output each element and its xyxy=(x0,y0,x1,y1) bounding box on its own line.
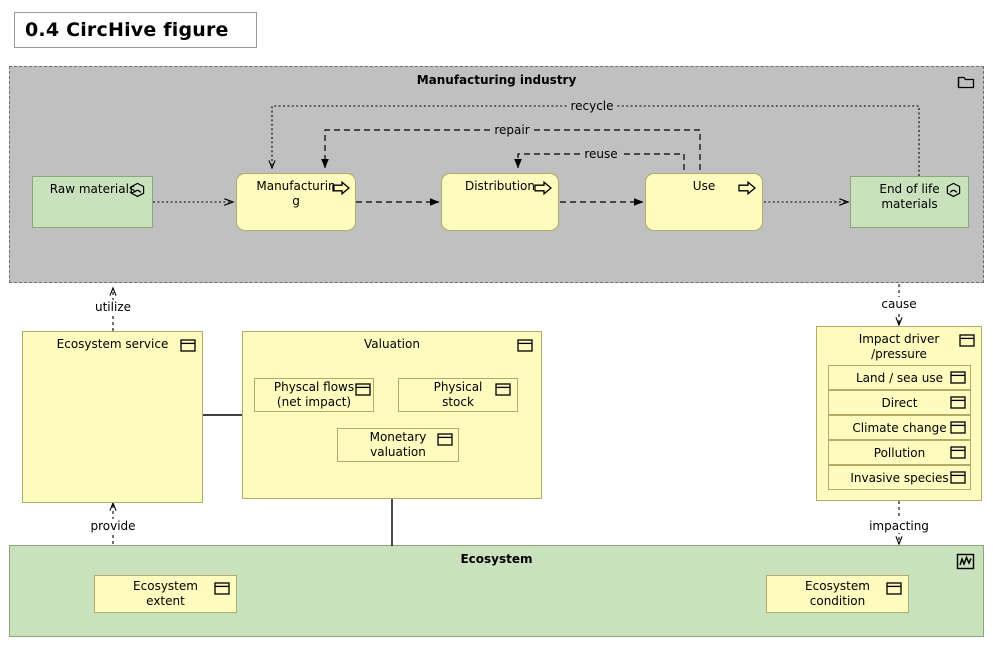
node-ecosystem-condition[interactable]: Ecosystem condition xyxy=(766,575,909,613)
node-climate-change[interactable]: Climate change xyxy=(828,415,971,440)
node-climate-change-label: Climate change xyxy=(852,420,947,435)
node-ecosystem-service-label: Ecosystem service xyxy=(56,337,169,351)
node-distribution-label: Distribution xyxy=(464,179,535,193)
business-object-icon xyxy=(950,471,966,484)
node-impact-driver-label: Impact driver /pressure xyxy=(858,332,940,361)
node-valuation-label: Valuation xyxy=(364,337,420,351)
node-distribution[interactable]: Distribution xyxy=(441,173,559,231)
node-physical-stock[interactable]: Physical stock xyxy=(398,378,518,412)
node-physical-flows[interactable]: Physcal flows (net impact) xyxy=(254,378,374,412)
node-land-sea-use-label: Land / sea use xyxy=(856,370,943,385)
node-raw-materials-label: Raw materials xyxy=(49,182,136,196)
flow-label-repair: repair xyxy=(491,123,533,137)
node-manufacturing-label: Manufacturin g xyxy=(256,179,336,208)
relation-label-cause: cause xyxy=(878,297,920,311)
node-ecosystem-condition-label: Ecosystem condition xyxy=(805,579,870,608)
relation-label-provide: provide xyxy=(87,519,139,533)
node-pollution[interactable]: Pollution xyxy=(828,440,971,465)
business-object-icon xyxy=(950,446,966,459)
page-title-text: 0.4 CircHive figure xyxy=(25,19,229,41)
business-object-icon xyxy=(950,421,966,434)
group-manufacturing-title: Manufacturing industry xyxy=(416,73,577,87)
node-invasive-species[interactable]: Invasive species xyxy=(828,465,971,490)
node-invasive-species-label: Invasive species xyxy=(850,470,949,485)
node-pollution-label: Pollution xyxy=(873,445,926,460)
node-physical-stock-label: Physical stock xyxy=(433,380,483,409)
node-raw-materials[interactable]: Raw materials xyxy=(32,176,153,228)
business-object-icon xyxy=(950,371,966,384)
group-ecosystem-title: Ecosystem xyxy=(460,552,533,566)
node-manufacturing[interactable]: Manufacturin g xyxy=(236,173,356,231)
node-land-sea-use[interactable]: Land / sea use xyxy=(828,365,971,390)
flow-label-reuse: reuse xyxy=(581,147,621,161)
flow-label-recycle: recycle xyxy=(567,99,617,113)
page-title: 0.4 CircHive figure xyxy=(14,12,257,48)
node-monetary-valuation-label: Monetary valuation xyxy=(369,430,427,459)
node-end-of-life-materials[interactable]: End of life materials xyxy=(850,176,969,228)
node-monetary-valuation[interactable]: Monetary valuation xyxy=(337,428,459,462)
node-use-label: Use xyxy=(692,179,716,193)
relation-label-impacting: impacting xyxy=(866,519,932,533)
node-direct-label: Direct xyxy=(881,395,918,410)
node-end-of-life-label: End of life materials xyxy=(879,182,940,211)
node-valuation[interactable]: Valuation xyxy=(242,331,542,499)
node-use[interactable]: Use xyxy=(645,173,763,231)
node-physical-flows-label: Physcal flows (net impact) xyxy=(273,380,355,409)
node-ecosystem-extent-label: Ecosystem extent xyxy=(133,579,198,608)
node-ecosystem-service[interactable]: Ecosystem service xyxy=(22,331,203,503)
business-object-icon xyxy=(950,396,966,409)
relation-label-utilize: utilize xyxy=(92,300,134,314)
node-direct[interactable]: Direct xyxy=(828,390,971,415)
node-ecosystem-extent[interactable]: Ecosystem extent xyxy=(94,575,237,613)
